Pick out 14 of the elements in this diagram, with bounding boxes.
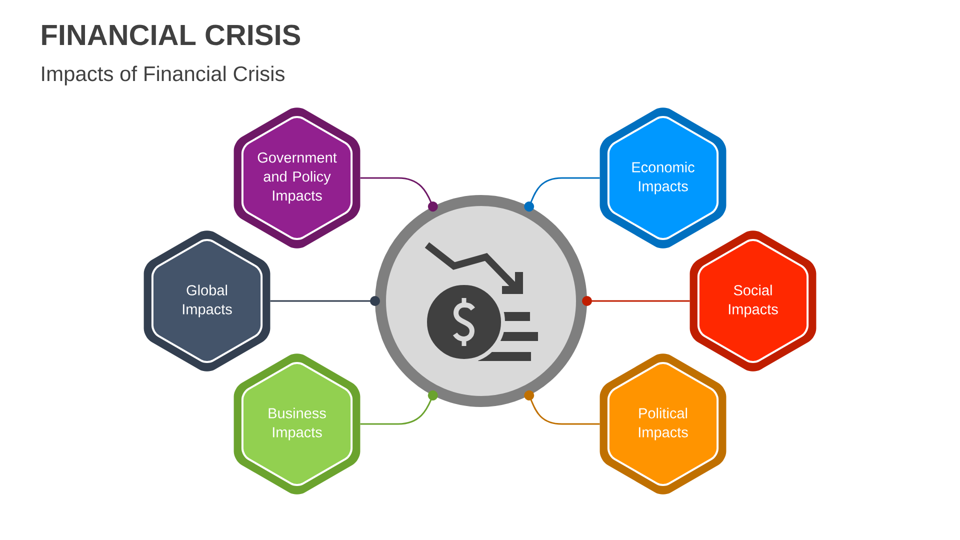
connector: [270, 296, 380, 306]
hexagon-box: Global Impacts: [144, 230, 270, 372]
hexagon-box: Business Impacts: [234, 354, 360, 494]
hexagon-box: Government and Policy Impacts: [234, 108, 360, 248]
connector: [360, 390, 438, 425]
hexagon-box: Economic Impacts: [600, 108, 726, 248]
connector: [360, 177, 438, 212]
connector: [582, 296, 690, 306]
subtitle: Impacts of Financial Crisis: [42, 66, 284, 86]
title: FINANCIAL CRISIS: [42, 24, 300, 46]
connector: [524, 177, 600, 212]
hexagon-box: Social Impacts: [690, 230, 816, 372]
connector: [524, 390, 600, 425]
hexagon-box: Political Impacts: [600, 354, 726, 494]
